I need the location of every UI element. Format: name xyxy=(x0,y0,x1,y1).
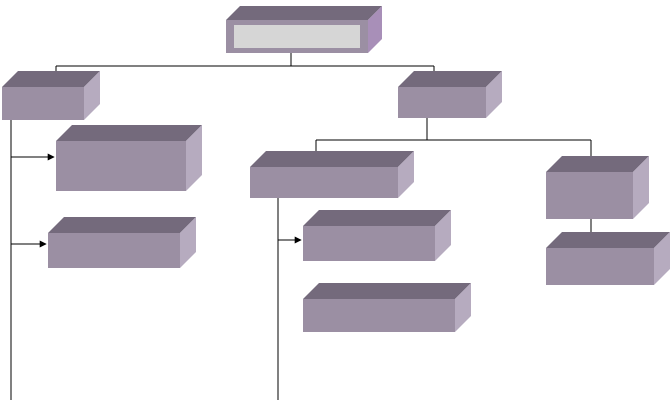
box-top-face xyxy=(226,6,382,20)
node-l2 xyxy=(48,217,196,268)
box-side-face xyxy=(398,151,414,198)
box-side-face xyxy=(455,283,471,332)
box-side-face xyxy=(435,210,451,261)
box-front-face xyxy=(48,233,180,268)
node-l1 xyxy=(56,125,202,191)
node-rm2 xyxy=(303,283,471,332)
box-front-face xyxy=(398,87,486,118)
box-top-face xyxy=(303,210,451,226)
box-side-face xyxy=(486,71,502,118)
box-side-face xyxy=(84,71,100,120)
box-side-face xyxy=(180,217,196,268)
box-top-face xyxy=(546,232,670,248)
box-top-face xyxy=(56,125,202,141)
box-side-face xyxy=(654,232,670,285)
node-root xyxy=(226,6,382,53)
box-top-face xyxy=(546,156,649,172)
node-r-mid xyxy=(250,151,414,198)
node-rf1 xyxy=(546,232,670,285)
box-side-face xyxy=(186,125,202,191)
box-top-face xyxy=(48,217,196,233)
box-side-face xyxy=(633,156,649,219)
box-top-face xyxy=(250,151,414,167)
node-right xyxy=(398,71,502,118)
box-front-face xyxy=(56,141,186,191)
box-front-face xyxy=(250,167,398,198)
node-r-far xyxy=(546,156,649,219)
box-top-face xyxy=(303,283,471,299)
node-left xyxy=(2,71,100,120)
root-title-field xyxy=(234,25,360,48)
node-rm1 xyxy=(303,210,451,261)
box-front-face xyxy=(303,226,435,261)
box-front-face xyxy=(546,248,654,285)
box-top-face xyxy=(2,71,100,87)
boxes xyxy=(2,6,670,332)
box-front-face xyxy=(303,299,455,332)
box-front-face xyxy=(2,87,84,120)
box-side-face xyxy=(368,6,382,53)
box-front-face xyxy=(546,172,633,219)
box-top-face xyxy=(398,71,502,87)
